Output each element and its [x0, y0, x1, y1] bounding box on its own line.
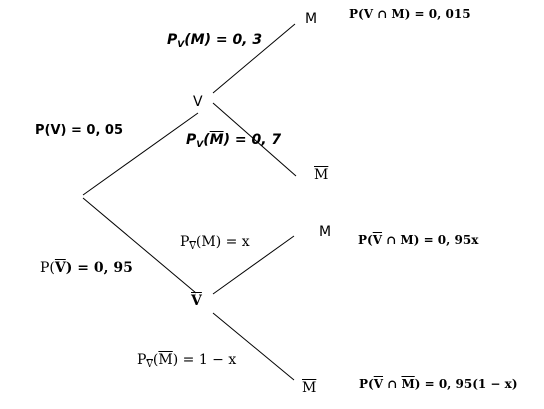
label-pv-m-p: P [167, 32, 178, 48]
result-vbar-m: P(V ∩ M) = 0, 95x [358, 234, 478, 246]
branch-vbar-m [212, 235, 295, 295]
result-vbar-mbar: P(V ∩ M) = 0, 95(1 − x) [359, 378, 518, 390]
result-vbar-mbar-var1: V [373, 377, 384, 391]
branch-vbar-mbar [212, 312, 295, 381]
node-mbar-bottom: M [302, 380, 317, 396]
branch-v-m [212, 23, 296, 94]
branch-v-mbar [212, 102, 297, 177]
label-pv-m-sub: V [177, 40, 185, 50]
label-p-vbar-suffix: ) = 0, 95 [65, 260, 133, 276]
result-vbar-m-var: V [372, 233, 383, 247]
branch-root-vbar [82, 197, 197, 294]
label-pv-m-rest: (M) = 0, 3 [184, 32, 263, 48]
result-vbar-mbar-prefix: P( [359, 377, 374, 391]
label-p-vbar-prefix: P( [40, 260, 55, 276]
label-pv-mbar-rest: ) = 0, 7 [223, 132, 282, 148]
result-vbar-mbar-mid: ∩ [383, 377, 402, 391]
result-v-m: P(V ∩ M) = 0, 015 [349, 7, 471, 21]
label-pvbar-mbar-p: P [137, 352, 147, 368]
result-vbar-m-prefix: P( [358, 233, 373, 247]
result-vbar-m-suffix: ∩ M) = 0, 95x [382, 233, 479, 247]
node-v: V [193, 94, 203, 110]
label-pvbar-mbar: PV(M) = 1 − x [137, 353, 236, 370]
label-pvbar-mbar-sub: V [146, 360, 153, 370]
node-m-bottom: M [319, 224, 332, 240]
label-p-vbar: P(V) = 0, 95 [40, 261, 133, 275]
result-vbar-mbar-suffix: ) = 0, 95(1 − x) [414, 377, 518, 391]
label-p-vbar-var: V [54, 260, 66, 276]
label-pv-mbar-var: M [209, 132, 224, 148]
branch-root-v [82, 112, 199, 196]
label-pv-mbar-open: ( [203, 132, 210, 148]
label-pvbar-m-p: P [180, 234, 190, 250]
label-p-v: P(V) = 0, 05 [35, 123, 124, 138]
label-pv-mbar-sub: V [196, 140, 204, 150]
label-pv-mbar: PV(M) = 0, 7 [186, 133, 281, 150]
label-pv-mbar-p: P [186, 132, 197, 148]
label-pvbar-mbar-var: M [158, 352, 173, 368]
label-pv-m: PV(M) = 0, 3 [167, 33, 262, 50]
node-m-top: M [305, 11, 318, 27]
label-pvbar-m-rest: (M) = x [195, 234, 250, 250]
result-vbar-mbar-var2: M [401, 377, 415, 391]
label-pvbar-mbar-rest: ) = 1 − x [172, 352, 237, 368]
label-pvbar-m-sub: V [189, 242, 196, 252]
label-pvbar-mbar-open: ( [152, 352, 159, 368]
label-pvbar-m: PV(M) = x [180, 235, 250, 252]
node-vbar: V [191, 293, 202, 309]
node-mbar-top: M [314, 167, 329, 183]
